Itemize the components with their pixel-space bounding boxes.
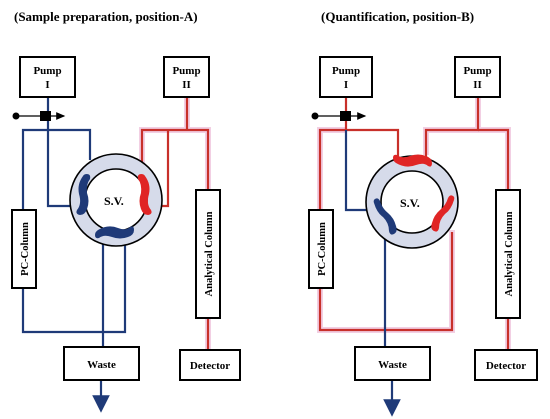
panel-a-valve-label: S.V. xyxy=(104,194,124,208)
panel-b-pc-column: PC-Column xyxy=(308,209,334,289)
svg-text:Analytical Column: Analytical Column xyxy=(504,211,515,296)
svg-text:Pump: Pump xyxy=(332,65,360,77)
panel-a-pc-column: PC-Column xyxy=(11,209,37,289)
panel-b-detector: Detector xyxy=(474,349,538,381)
panel-b-waste: Waste xyxy=(354,346,431,381)
panel-b-valve-core xyxy=(380,170,444,234)
panel-a-pump-2: Pump II xyxy=(163,56,210,98)
svg-text:PC-Column: PC-Column xyxy=(317,222,328,276)
svg-text:PC-Column: PC-Column xyxy=(20,222,31,276)
svg-text:Detector: Detector xyxy=(190,360,230,372)
panel-a-valve-loop-left xyxy=(76,174,91,215)
panel-b-injector-icon xyxy=(311,111,367,121)
svg-text:Pump: Pump xyxy=(172,65,200,77)
svg-text:Waste: Waste xyxy=(87,359,116,371)
panel-a-analytical-column: Analytical Column xyxy=(195,189,221,319)
panel-b-valve-loop-right xyxy=(431,195,455,232)
panel-a: (Sample preparation, position-A) S.V. Pu… xyxy=(11,9,241,413)
panel-a-pump-1: Pump I xyxy=(19,56,76,98)
panel-b: (Quantification, position-B) S.V. Pump xyxy=(308,9,538,417)
svg-text:II: II xyxy=(182,79,191,91)
svg-text:Analytical Column: Analytical Column xyxy=(204,211,215,296)
svg-text:I: I xyxy=(45,79,49,91)
panel-a-detector: Detector xyxy=(179,349,241,381)
panel-a-title: (Sample preparation, position-A) xyxy=(14,9,198,24)
panel-b-pump-1: Pump I xyxy=(319,56,373,98)
svg-text:I: I xyxy=(344,79,348,91)
panel-a-valve-loop-bottom xyxy=(95,226,134,239)
panel-b-valve-label: S.V. xyxy=(400,196,420,210)
panel-b-valve-loop-left xyxy=(373,198,397,235)
panel-b-title: (Quantification, position-B) xyxy=(321,9,474,24)
panel-b-eluent-to-detector xyxy=(478,128,510,350)
svg-text:Pump: Pump xyxy=(463,65,491,77)
panel-a-waste: Waste xyxy=(63,346,140,381)
panel-a-valve-loop-right xyxy=(137,174,152,215)
panel-a-pc-top-line xyxy=(21,128,48,210)
panel-a-pc-bottom-line xyxy=(21,234,127,334)
panel-a-injector-icon xyxy=(12,111,66,121)
svg-text:Detector: Detector xyxy=(486,360,526,372)
panel-b-valve-loop-top xyxy=(393,154,432,167)
panel-b-eluent-from-pump1 xyxy=(344,97,400,160)
svg-text:Waste: Waste xyxy=(378,359,407,371)
svg-text:Pump: Pump xyxy=(33,65,61,77)
panel-b-eluent-from-pump2 xyxy=(424,97,480,160)
panel-b-analytical-column: Analytical Column xyxy=(495,189,521,319)
panel-b-pc-top-line xyxy=(318,128,346,210)
svg-text:II: II xyxy=(473,79,482,91)
panel-b-pump-2: Pump II xyxy=(454,56,501,98)
